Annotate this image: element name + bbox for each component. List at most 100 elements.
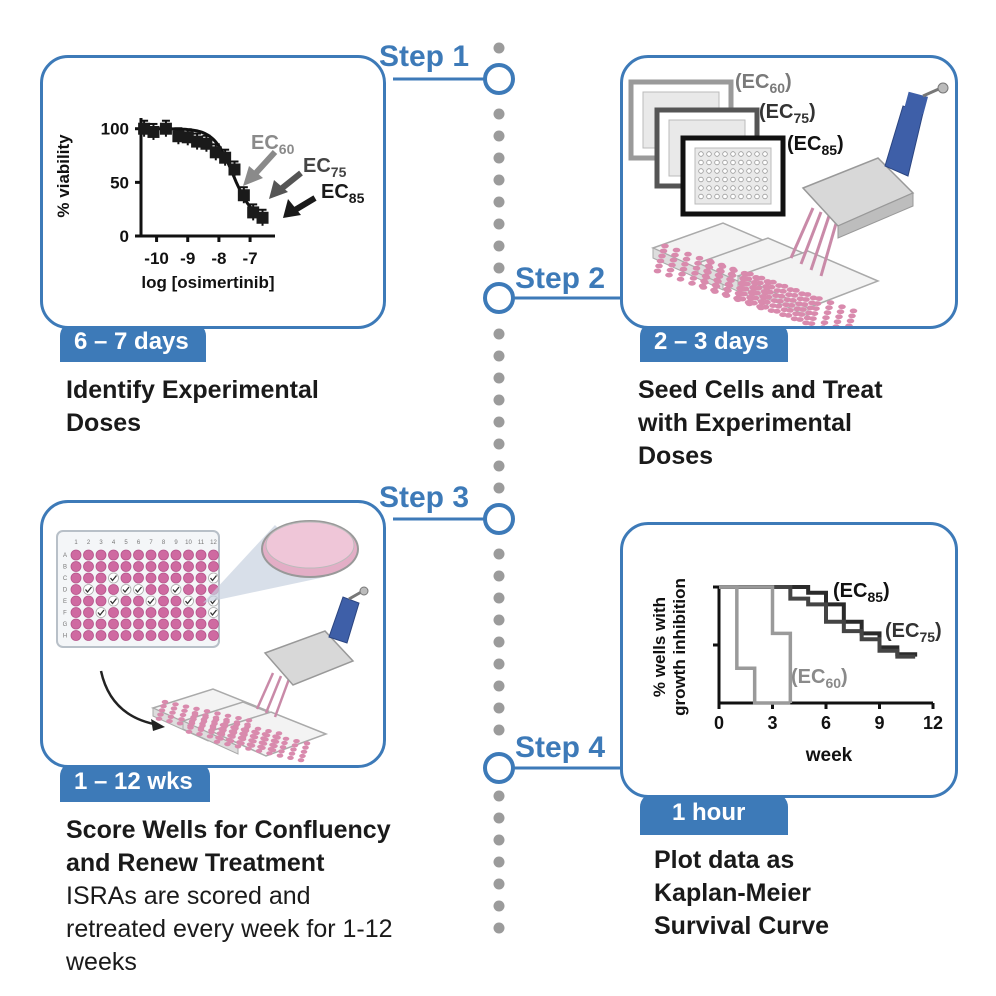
pink-well: [200, 719, 208, 724]
plate-well: [183, 607, 194, 618]
step2-title: Seed Cells and Treat with Experimental D…: [638, 374, 883, 473]
plate-well: [746, 176, 752, 183]
pink-well: [185, 729, 193, 734]
pink-well: [282, 736, 290, 741]
pink-well: [773, 308, 781, 314]
dose-y-tick-label: 0: [120, 227, 129, 246]
plate-well: [698, 176, 704, 183]
pink-well: [802, 297, 810, 302]
step2-duration-tab: 2 – 3 days: [640, 322, 788, 362]
plate-well: [70, 561, 82, 572]
timeline-dot: [493, 834, 505, 846]
plate-well: [762, 193, 768, 200]
plate-well: [195, 607, 207, 618]
plate-well: [208, 618, 219, 630]
pink-well: [166, 719, 173, 724]
pink-well: [288, 751, 296, 756]
plate-row-label: E: [63, 599, 67, 605]
pink-well: [190, 717, 197, 722]
plate-well: [738, 168, 744, 174]
plate-well: [95, 618, 107, 630]
dose-point: [181, 131, 194, 144]
check-icon: [109, 575, 118, 582]
pink-well: [188, 721, 196, 726]
pink-well: [822, 315, 830, 321]
pink-well: [236, 740, 243, 745]
plate-well: [722, 176, 728, 183]
plate-well: [158, 584, 169, 595]
pink-well: [179, 712, 187, 718]
pink-well: [807, 321, 816, 326]
timeline-dot: [493, 196, 505, 208]
step2-title-line2: with Experimental: [638, 409, 852, 437]
step3-duration-tab: 1 – 12 wks: [60, 762, 210, 802]
pink-well: [776, 298, 784, 304]
step4-title-line3: Survival Curve: [654, 912, 830, 940]
km-x-tick-label: 0: [714, 713, 724, 733]
km-series-line: [719, 585, 791, 705]
plate-well: [730, 159, 736, 166]
timeline-dot: [493, 350, 505, 362]
plate-well: [108, 584, 119, 595]
plate-well: [754, 193, 760, 200]
dose-point: [200, 137, 213, 150]
pink-well: [790, 293, 799, 298]
pink-well: [656, 258, 665, 264]
plate-well: [133, 630, 144, 641]
plate-well: [208, 561, 219, 572]
pink-well: [820, 320, 829, 326]
pink-well: [710, 287, 718, 293]
plate-well: [714, 151, 720, 157]
pink-well: [267, 747, 275, 752]
scored-well: [95, 607, 107, 618]
pink-well: [197, 727, 205, 732]
plate-col-label: 5: [124, 540, 128, 546]
plate-well: [70, 618, 82, 630]
km-label-ec60: (EC60): [791, 666, 848, 691]
pink-well: [260, 736, 267, 741]
pink-well: [235, 716, 242, 721]
pink-well: [750, 300, 758, 306]
pink-well: [265, 729, 272, 734]
pink-well: [744, 276, 753, 282]
plate-well: [698, 185, 704, 191]
plate-well: [70, 572, 82, 584]
check-icon: [122, 586, 130, 594]
plate-well: [722, 168, 728, 174]
plate-well: [108, 630, 119, 641]
plate-row-label: H: [63, 634, 67, 640]
plate-well: [746, 168, 752, 174]
check-icon: [109, 598, 118, 605]
plate-well: [195, 572, 207, 584]
plate-well: [195, 618, 207, 630]
treated-plates: [150, 688, 329, 763]
timeline-dot: [493, 548, 505, 560]
timeline-dot: [493, 42, 505, 54]
pink-well: [239, 731, 246, 736]
pink-well: [244, 724, 251, 729]
dose-y-tick-label: 50: [110, 173, 129, 192]
pink-well: [848, 313, 856, 319]
step3-desc-line1: ISRAs are scored and: [66, 882, 311, 910]
pink-well: [293, 739, 300, 744]
pink-well: [692, 265, 701, 271]
timeline-dot: [493, 658, 505, 670]
ec75-arrow: [269, 170, 303, 199]
pink-well: [849, 308, 858, 314]
plate-well: [183, 630, 194, 641]
pink-well: [261, 732, 269, 737]
plate-well: [730, 168, 736, 174]
pink-well: [774, 303, 783, 309]
plate-well: [170, 572, 182, 584]
plate-well: [108, 561, 119, 572]
plate-well: [158, 607, 169, 618]
pink-well: [717, 262, 726, 268]
dose-x-tick-label: -7: [243, 249, 258, 268]
plate-well: [738, 185, 744, 191]
plate-well: [706, 151, 712, 157]
plate-well: [120, 630, 132, 641]
plate-col-label: 3: [99, 540, 103, 546]
magnify-cone: [203, 525, 325, 603]
pink-well: [659, 248, 668, 254]
